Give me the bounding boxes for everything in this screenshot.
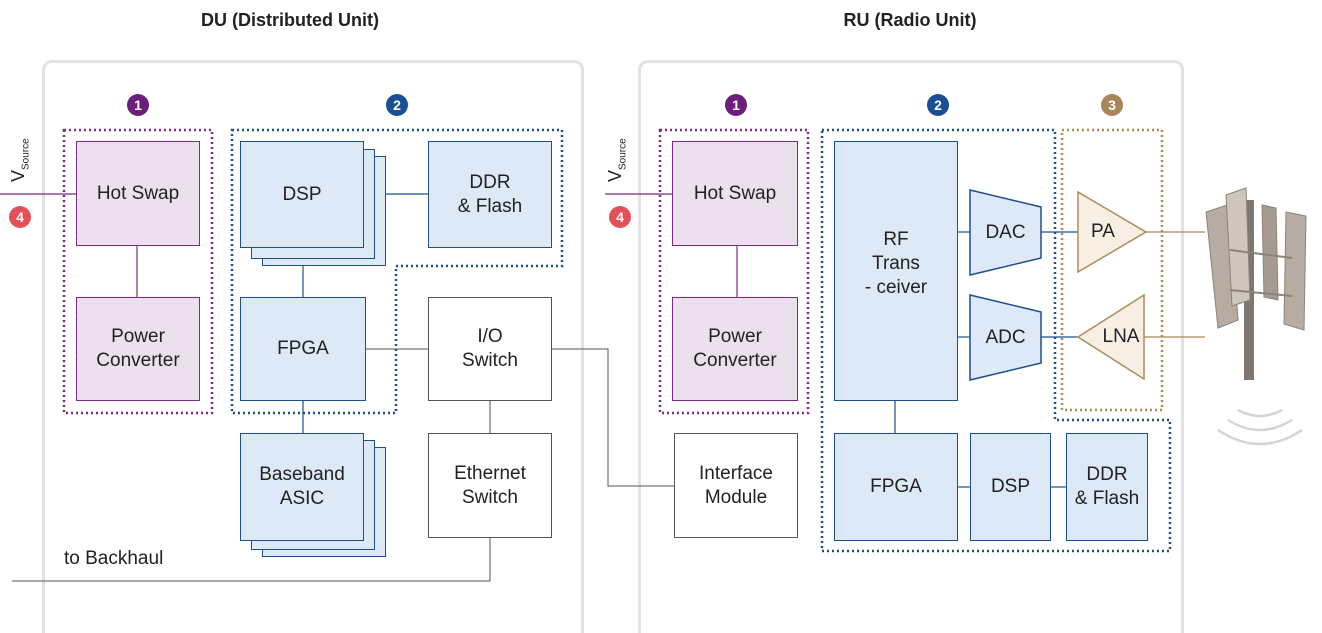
ru-panel bbox=[638, 60, 1184, 633]
du-vsource-main: V bbox=[8, 169, 28, 182]
ru-rf-transceiver-block: RF Trans - ceiver bbox=[834, 141, 958, 401]
ru-badge-1: 1 bbox=[725, 94, 747, 116]
pa-shape bbox=[1077, 190, 1148, 274]
du-group-2-outline bbox=[230, 128, 564, 415]
du-fpga-block: FPGA bbox=[240, 297, 366, 401]
ru-vsource-label: VSource bbox=[605, 138, 629, 182]
du-vsource-sub: Source bbox=[20, 138, 32, 170]
ru-dsp-block: DSP bbox=[970, 433, 1051, 541]
backhaul-label: to Backhaul bbox=[64, 548, 164, 569]
ru-badge-3: 3 bbox=[1101, 94, 1123, 116]
du-group-1-outline bbox=[62, 128, 214, 415]
ru-fpga-block: FPGA bbox=[834, 433, 958, 541]
adc-shape bbox=[969, 294, 1042, 381]
ru-vsource-sub: Source bbox=[617, 138, 629, 170]
radio-waves-icon bbox=[1217, 408, 1303, 446]
ru-hot-swap-block: Hot Swap bbox=[672, 141, 798, 246]
ru-dac-label: DAC bbox=[985, 221, 1026, 243]
ru-title: RU (Radio Unit) bbox=[843, 10, 977, 30]
ru-badge-4: 4 bbox=[609, 206, 631, 228]
dac-shape bbox=[969, 189, 1042, 276]
lna-shape bbox=[1076, 293, 1145, 381]
ru-power-converter-block: Power Converter bbox=[672, 297, 798, 401]
connection-lines bbox=[0, 128, 1307, 582]
du-hot-swap-block: Hot Swap bbox=[76, 141, 200, 246]
du-io-switch-block: I/O Switch bbox=[428, 297, 552, 401]
du-dsp-block: DSP bbox=[240, 141, 364, 248]
du-title: DU (Distributed Unit) bbox=[201, 10, 379, 30]
ru-group-3-outline bbox=[1060, 128, 1164, 412]
du-vsource-label: VSource bbox=[8, 138, 32, 182]
du-ddr-flash-block: DDR & Flash bbox=[428, 141, 552, 248]
du-badge-4: 4 bbox=[9, 206, 31, 228]
ru-pa-label: PA bbox=[1091, 221, 1115, 242]
ru-vsource-main: V bbox=[605, 169, 625, 182]
ru-lna-label: LNA bbox=[1102, 326, 1140, 347]
ru-group-1-outline bbox=[658, 128, 810, 415]
ru-interface-module-block: Interface Module bbox=[674, 433, 798, 538]
ru-group-2-outline bbox=[820, 128, 1172, 553]
du-baseband-asic-block: Baseband ASIC bbox=[240, 433, 364, 541]
du-badge-2: 2 bbox=[386, 94, 408, 116]
du-power-converter-block: Power Converter bbox=[76, 297, 200, 401]
du-badge-1: 1 bbox=[127, 94, 149, 116]
ru-badge-2: 2 bbox=[927, 94, 949, 116]
ru-ddr-flash-block: DDR & Flash bbox=[1066, 433, 1148, 541]
cell-tower-antenna-icon bbox=[1205, 187, 1307, 380]
ru-adc-label: ADC bbox=[985, 326, 1026, 348]
du-ethernet-switch-block: Ethernet Switch bbox=[428, 433, 552, 538]
du-panel bbox=[42, 60, 584, 633]
